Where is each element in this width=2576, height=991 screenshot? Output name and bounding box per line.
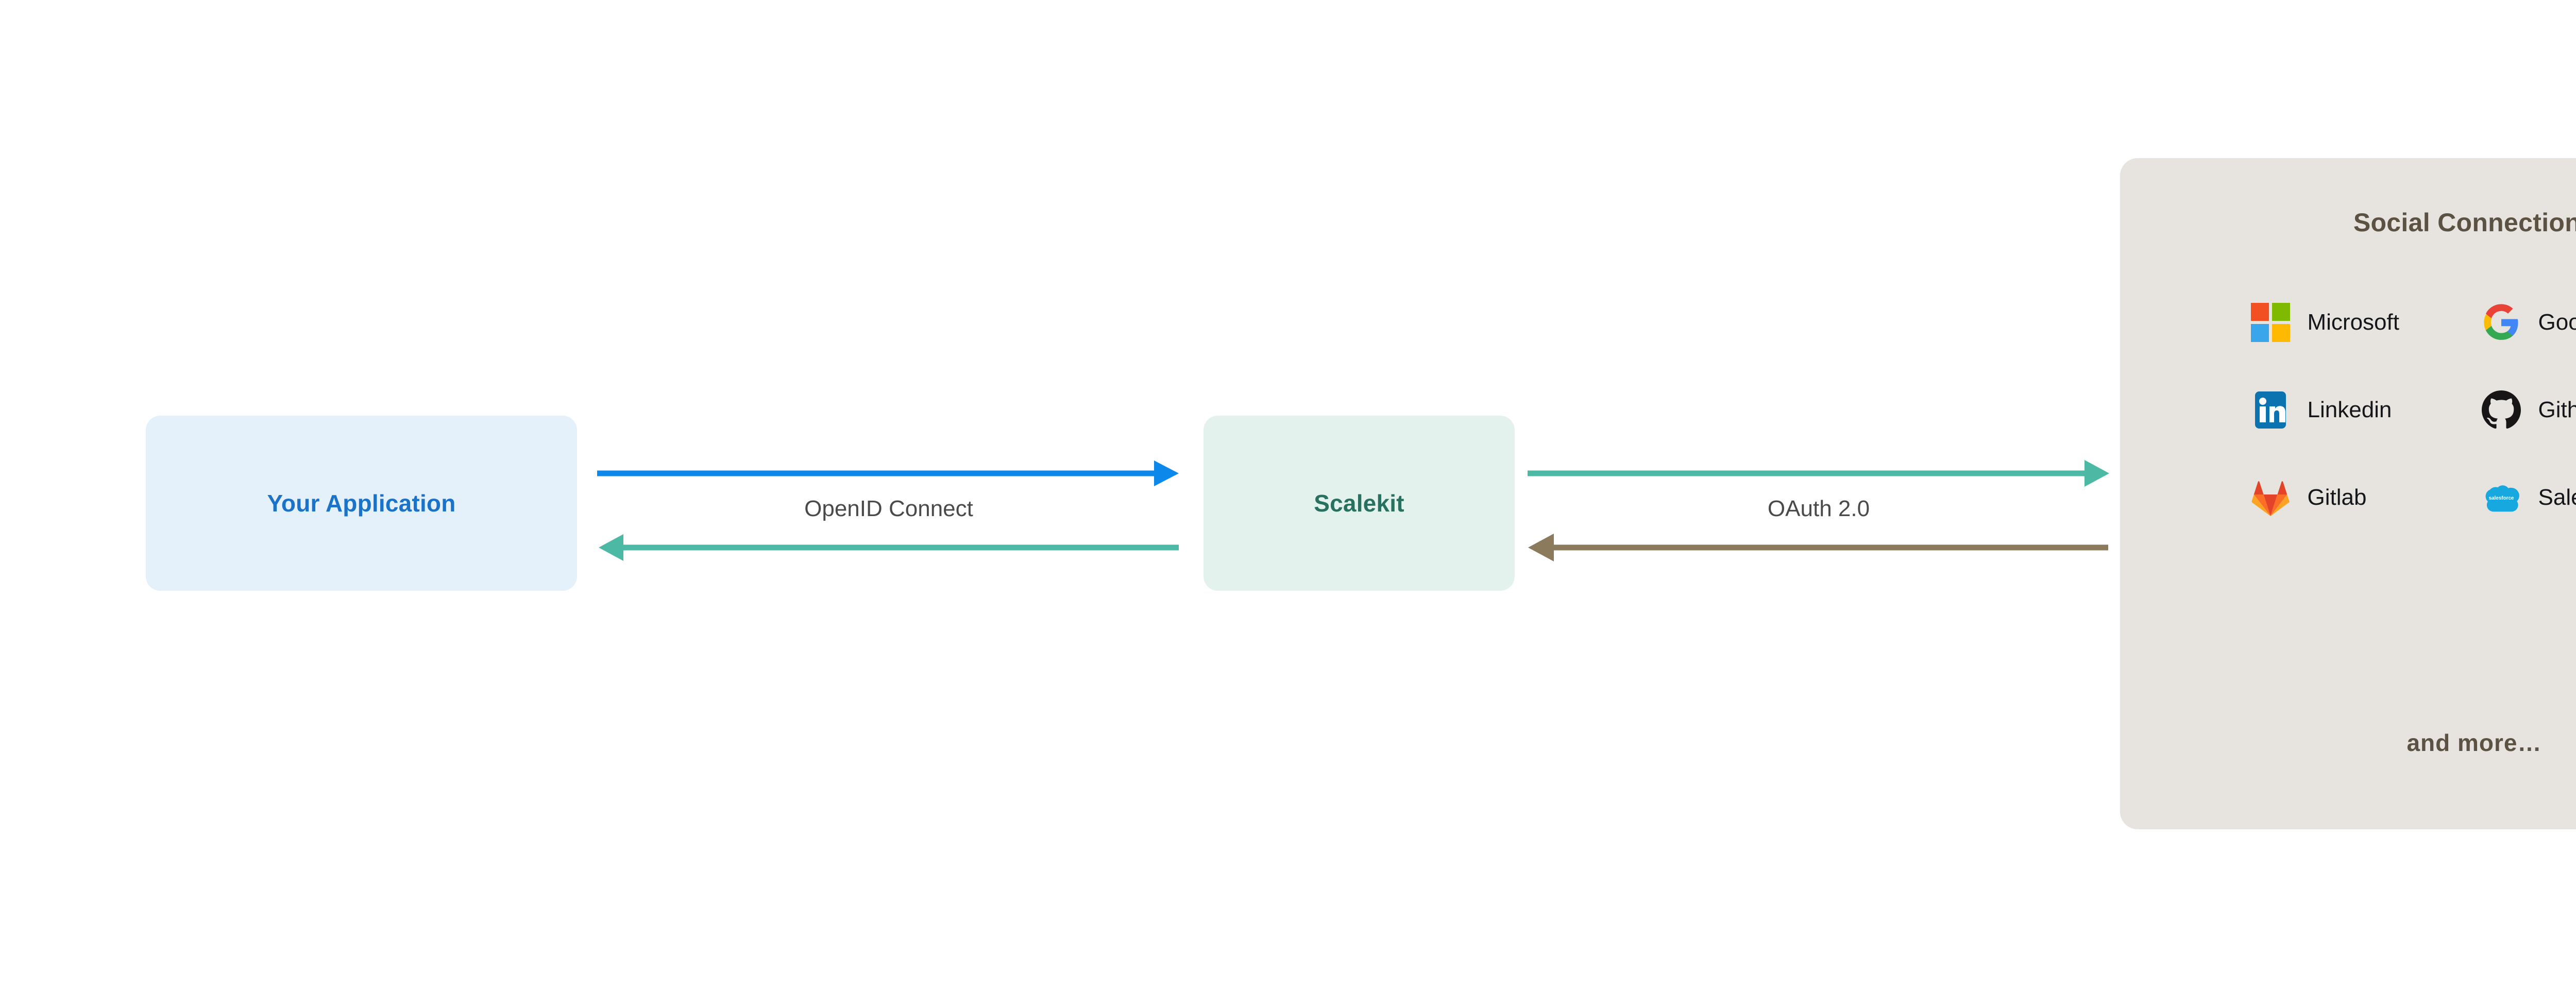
arrow-oauth-request — [1528, 460, 2109, 487]
arrow-group-right — [1528, 460, 2109, 561]
social-item-github[interactable]: Github — [2481, 390, 2576, 430]
social-connections-title: Social Connections — [2353, 208, 2576, 237]
github-icon — [2481, 390, 2521, 430]
social-item-linkedin-label: Linkedin — [2307, 397, 2392, 422]
node-your-application-label: Your Application — [267, 490, 456, 517]
social-item-gitlab[interactable]: Gitlab — [2251, 478, 2367, 517]
node-scalekit[interactable]: Scalekit — [1204, 416, 1515, 591]
gitlab-icon — [2251, 478, 2290, 517]
social-item-google[interactable]: Google — [2482, 303, 2576, 342]
social-item-gitlab-label: Gitlab — [2307, 485, 2367, 510]
social-item-github-label: Github — [2538, 397, 2576, 422]
google-icon — [2482, 303, 2521, 342]
arrow-oauth-response — [1528, 534, 2108, 561]
social-item-salesforce[interactable]: salesforce Salesforce — [2482, 478, 2576, 517]
edge-label-openid-connect: OpenID Connect — [804, 496, 973, 521]
arrow-group-left — [597, 460, 1179, 561]
node-scalekit-label: Scalekit — [1314, 490, 1404, 517]
linkedin-icon — [2251, 390, 2290, 430]
social-provider-grid: Microsoft Google — [2250, 279, 2576, 541]
arrow-openid-request — [597, 460, 1179, 486]
edge-label-oauth: OAuth 2.0 — [1767, 496, 1870, 521]
arrow-openid-response — [599, 534, 1179, 561]
social-item-google-label: Google — [2538, 310, 2576, 335]
social-item-microsoft[interactable]: Microsoft — [2250, 303, 2399, 342]
social-item-microsoft-label: Microsoft — [2307, 310, 2399, 335]
microsoft-icon — [2250, 303, 2290, 342]
svg-text:salesforce: salesforce — [2488, 496, 2514, 501]
node-your-application[interactable]: Your Application — [146, 416, 577, 591]
salesforce-icon: salesforce — [2482, 478, 2521, 517]
social-connections-panel: Social Connections Microsoft — [2120, 158, 2576, 829]
social-and-more-label: and more… — [2406, 729, 2542, 756]
social-item-linkedin[interactable]: Linkedin — [2251, 390, 2392, 430]
social-item-salesforce-label: Salesforce — [2538, 485, 2576, 510]
